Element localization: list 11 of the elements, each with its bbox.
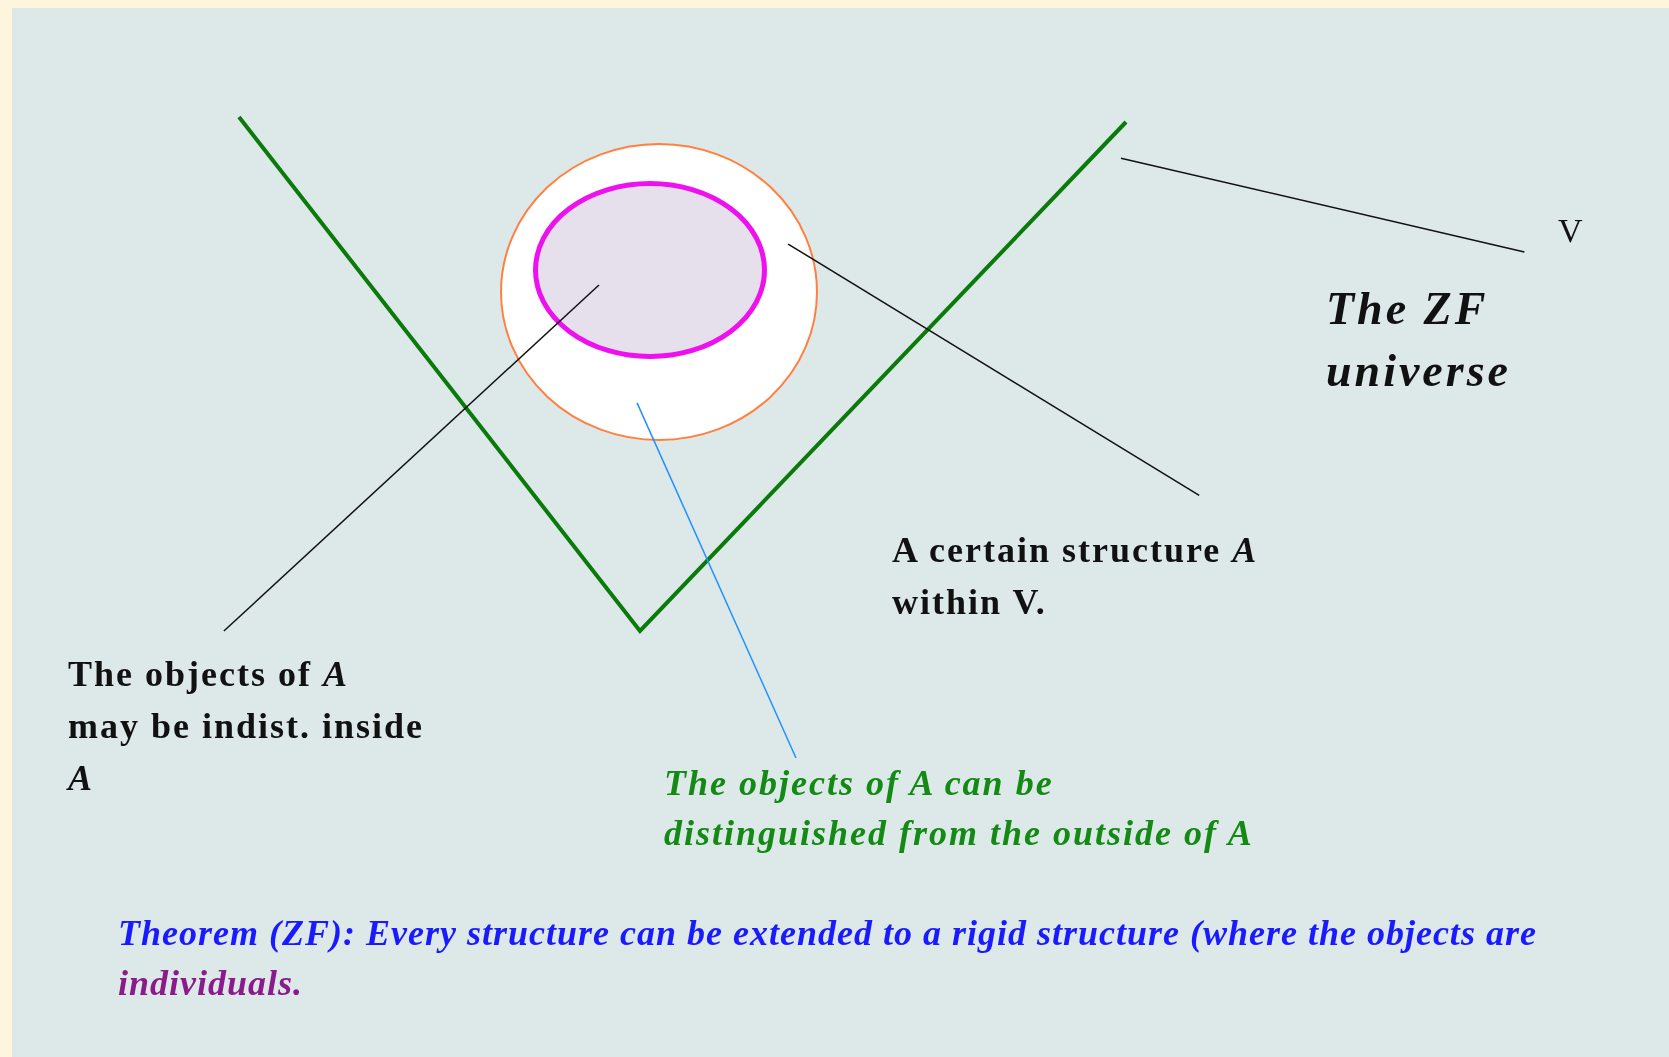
callout-letter: V xyxy=(1558,205,1600,255)
leader-line xyxy=(787,243,1200,497)
highlighted-term: individuals. xyxy=(118,963,304,1003)
theorem-text: Theorem (ZF): Every structure can be extended to a rigid structure (where the objects are xyxy=(118,913,1537,953)
annotation-text: A certain structure A within V. xyxy=(892,524,1372,634)
universe-label: The ZF universe xyxy=(1326,282,1512,398)
annotation-text: The objects of A may be indist. inside A xyxy=(68,648,428,808)
annotation-text: The objects of A can be distinguished from the outside of A xyxy=(664,758,1264,908)
leader-line xyxy=(1120,157,1526,253)
leader-line xyxy=(636,402,797,759)
leader-line xyxy=(223,284,600,632)
